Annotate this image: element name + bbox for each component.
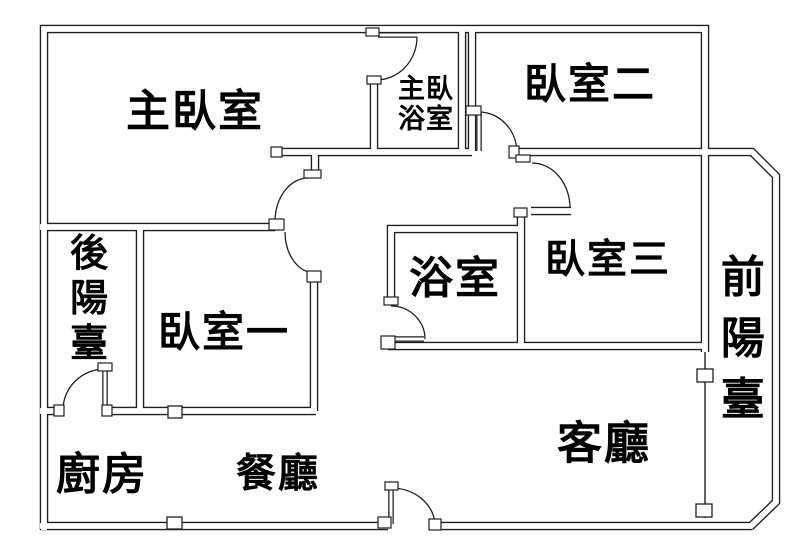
- jamb-bedroom3-bottom: [513, 207, 528, 218]
- room-label-master-bedroom: 主臥室: [126, 87, 264, 137]
- jamb-entry-right: [428, 518, 442, 531]
- jamb-bedroom2-strike: [508, 145, 520, 159]
- door-arc-bathroom: [390, 305, 426, 340]
- jamb-master-door-bottom: [268, 218, 285, 231]
- jamb-hallway-wall-end: [270, 146, 283, 158]
- door-arc-bedroom1: [284, 231, 316, 274]
- jamb-balcony-hinge: [101, 404, 113, 417]
- jamb-bedroom1-strike: [306, 270, 322, 283]
- jamb-master-bath-hinge: [365, 27, 380, 37]
- door-arc-back-balcony: [62, 368, 106, 411]
- room-label-bathroom: 浴室: [409, 254, 501, 304]
- jamb-balcony-leaf-cap: [97, 362, 113, 372]
- jamb-bathroom-wall-end: [380, 335, 396, 350]
- door-arc-master-bath: [375, 36, 418, 81]
- door-jambs: [53, 27, 531, 531]
- door-arc-bedroom3: [531, 162, 571, 209]
- window-marker-living-top: [696, 368, 714, 383]
- room-label-bedroom-2: 臥室二: [523, 60, 657, 108]
- jamb-entry-leaf-cap: [384, 481, 399, 491]
- jamb-entry-left: [377, 516, 392, 529]
- room-label-master-bathroom: 主臥浴室: [398, 73, 454, 134]
- jamb-bedroom2-hinge: [465, 105, 482, 116]
- room-label-bedroom-1: 臥室一: [157, 308, 291, 356]
- room-label-back-balcony: 後陽臺: [63, 232, 106, 368]
- window-markers: [166, 368, 714, 530]
- door-arc-entry: [390, 487, 436, 527]
- room-label-front-balcony: 前陽臺: [713, 253, 763, 437]
- door-arc-master-bedroom: [274, 177, 309, 222]
- room-label-kitchen: 廚房: [56, 450, 148, 500]
- walls-core: [40, 26, 779, 530]
- window-marker-living-bottom: [695, 503, 713, 518]
- room-label-dining-room: 餐廳: [236, 451, 320, 496]
- jamb-bedroom3-top: [515, 154, 531, 163]
- jamb-master-bath-strike: [366, 75, 382, 85]
- window-marker-balcony-wall: [167, 405, 183, 419]
- jamb-balcony-strike: [53, 404, 65, 417]
- room-label-bedroom-3: 臥室三: [545, 237, 671, 282]
- room-label-living-room: 客廳: [556, 417, 652, 469]
- jamb-master-door-top: [303, 169, 322, 179]
- jamb-bathroom-strike: [383, 296, 399, 306]
- window-marker-bottom-wall: [166, 516, 183, 530]
